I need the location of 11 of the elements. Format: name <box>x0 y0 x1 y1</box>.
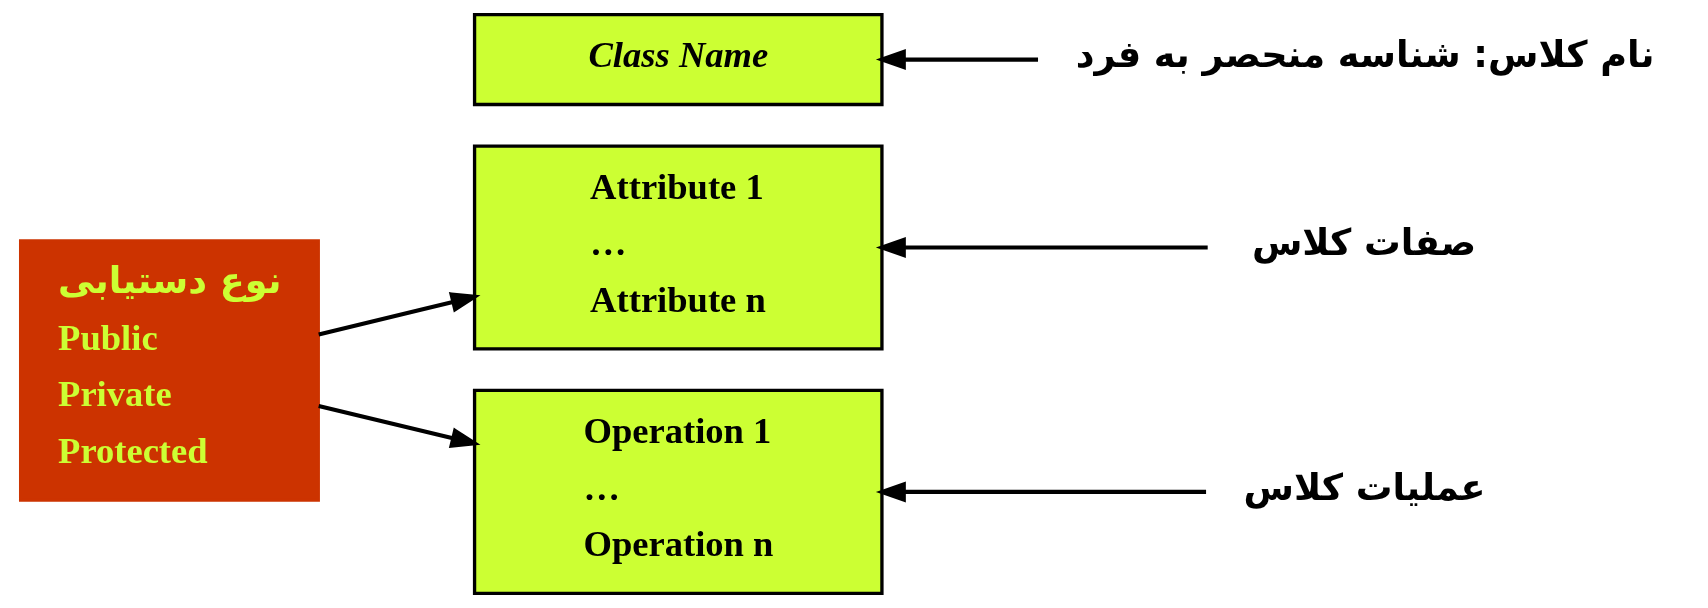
node-text: عملیات کلاس <box>1243 465 1486 509</box>
arrow <box>317 403 480 448</box>
arrow <box>875 481 1206 503</box>
arrow <box>875 49 1038 71</box>
arrow <box>875 236 1208 258</box>
node-text: صفات کلاس <box>1251 221 1476 265</box>
node-box: Operation 1 … Operation n <box>472 388 884 595</box>
node-box: Attribute 1 … Attribute n <box>472 144 884 351</box>
arrow <box>317 292 480 337</box>
node-box: Class Name <box>472 13 884 107</box>
node-text: نام کلاس: شناسه منحصر به فرد <box>1075 33 1654 77</box>
